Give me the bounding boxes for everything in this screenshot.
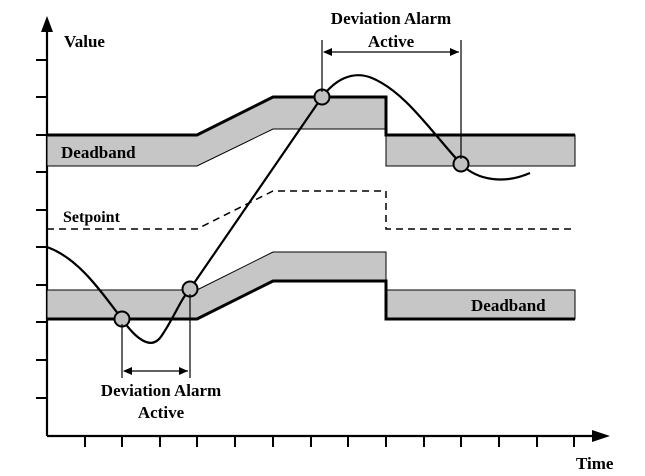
x-axis-label: Time [576,454,614,473]
bottom-alarm-label-line1: Deviation Alarm [101,381,221,400]
setpoint-label: Setpoint [63,209,121,226]
setpoint-line [47,190,575,230]
upper-deadband-right-fill [385,134,576,167]
lower-deadband-label: Deadband [471,296,546,315]
axes [41,16,610,442]
y-axis-label: Value [64,32,105,51]
x-axis-arrow-icon [592,430,610,442]
top-alarm-span [321,40,462,159]
top-alarm-label-line1: Deviation Alarm [331,9,451,28]
x-axis-ticks [84,436,575,447]
bottom-alarm-span [121,294,191,378]
y-axis-ticks [36,59,47,399]
bottom-alarm-label-line2: Active [138,403,185,422]
upper-deadband [46,95,576,167]
y-axis-arrow-icon [41,16,53,32]
upper-deadband-label: Deadband [61,143,136,162]
top-alarm-label-line2: Active [368,32,415,51]
